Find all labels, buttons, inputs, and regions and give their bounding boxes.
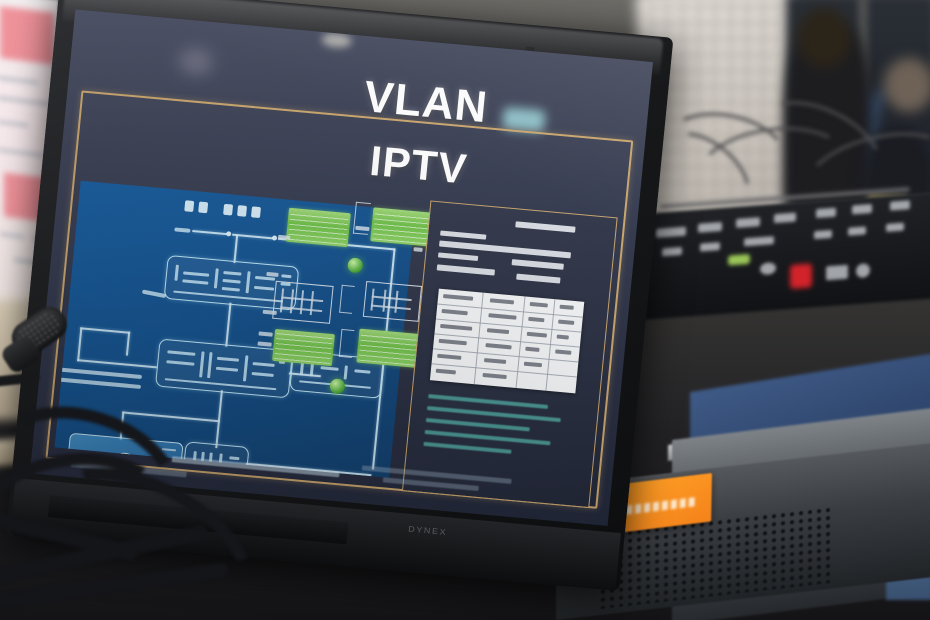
- panel-footer-3: [425, 417, 530, 432]
- panel-text-5: [436, 264, 496, 276]
- wire-diagram-2: [362, 280, 423, 322]
- green-bar-2: [370, 207, 434, 247]
- left-rail-top: [80, 327, 131, 334]
- specification-panel[interactable]: [401, 200, 618, 509]
- wall-panel-grid: [650, 0, 780, 200]
- green-bar-3: [272, 328, 335, 367]
- bracket-3: [338, 328, 355, 358]
- panel-footer-1: [428, 394, 549, 409]
- green-bar-4: [356, 328, 422, 369]
- core-uplink: [233, 235, 238, 264]
- rack-control-unit: [640, 191, 930, 320]
- core-to-dist-link: [225, 302, 232, 347]
- diagram-header-dots: [184, 200, 261, 219]
- feed-dot-a: [225, 231, 232, 237]
- person-standing: [785, 8, 873, 214]
- feed-link-a: [192, 230, 229, 236]
- feed-dot-b: [271, 235, 278, 241]
- left-bus-bar-1: [55, 367, 143, 380]
- panel-text-3: [437, 252, 479, 262]
- panel-heading-1: [515, 221, 576, 233]
- screen-glare-top: [321, 31, 353, 49]
- left-rail-link: [77, 359, 157, 369]
- left-bus-bar-2: [55, 377, 142, 389]
- specification-table[interactable]: [429, 288, 585, 394]
- screen-glare-left: [177, 47, 215, 77]
- panel-text-4: [511, 259, 564, 270]
- bracket-2: [339, 284, 355, 314]
- core-side-port: [141, 289, 167, 299]
- green-bar-1: [285, 207, 351, 248]
- wire-diagram-1: [272, 280, 334, 324]
- left-rail-drop: [125, 331, 130, 356]
- feed-cap-left: [174, 227, 191, 233]
- panel-text-6: [516, 273, 561, 284]
- panel-footer-5: [423, 441, 512, 454]
- feed-label-2: [413, 247, 423, 252]
- feed-link-b: [232, 233, 275, 240]
- foreground-cable-loom: [0, 382, 290, 620]
- panel-text-1: [440, 230, 487, 240]
